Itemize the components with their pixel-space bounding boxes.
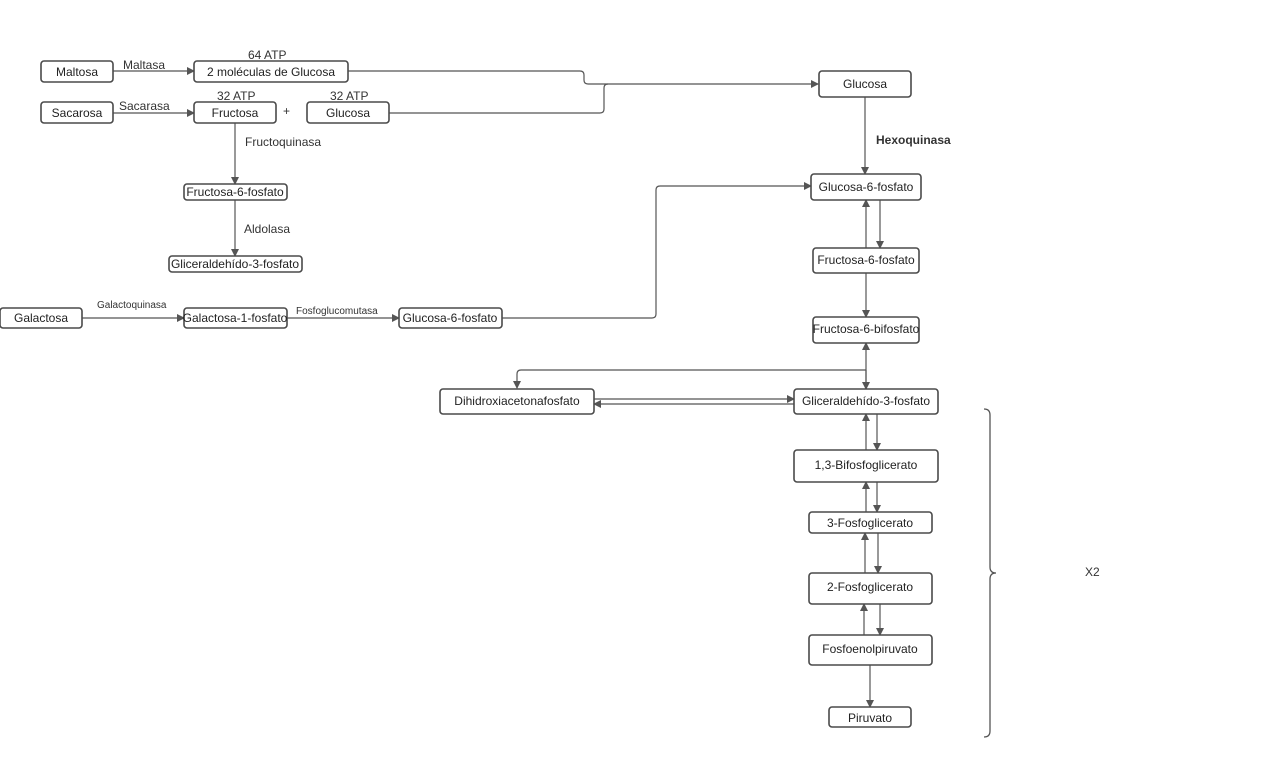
plus-sign: + bbox=[283, 104, 290, 118]
text-glucosa6f: Glucosa-6-fosfato bbox=[819, 180, 914, 194]
text-maltosa: Maltosa bbox=[56, 65, 98, 79]
text-gliceraldehido: Gliceraldehído-3-fosfato bbox=[802, 394, 930, 408]
x2-brace bbox=[983, 408, 997, 738]
text-dihidroxi: Dihidroxiacetonafosfato bbox=[454, 394, 580, 408]
node-labels: Maltosa 2 moléculas de Glucosa Sacarosa … bbox=[14, 65, 930, 725]
text-sacarosa: Sacarosa bbox=[52, 106, 103, 120]
enzyme-maltasa: Maltasa bbox=[123, 58, 165, 72]
text-galactosa1f: Galactosa-1-fosfato bbox=[183, 311, 288, 325]
edges bbox=[82, 67, 884, 708]
node-3fosfoglicerato[interactable] bbox=[808, 511, 933, 534]
node-fructosa6f-left[interactable] bbox=[183, 183, 288, 201]
edge-fructosa6bif-dihidroxi bbox=[513, 369, 866, 389]
text-2fosfoglicerato: 2-Fosfoglicerato bbox=[827, 580, 913, 594]
node-maltosa[interactable] bbox=[40, 60, 114, 83]
enzyme-fosfoglucomutasa: Fosfoglucomutasa bbox=[296, 306, 378, 317]
node-fructosa6f[interactable] bbox=[812, 247, 920, 274]
node-2fosfoglicerato[interactable] bbox=[808, 572, 933, 605]
text-bifosfoglicerato: 1,3-Bifosfoglicerato bbox=[815, 458, 918, 472]
node-glucosa2[interactable] bbox=[193, 60, 349, 83]
text-fructosa: Fructosa bbox=[212, 106, 259, 120]
text-fructosa6f: Fructosa-6-fosfato bbox=[817, 253, 915, 267]
text-3fosfoglicerato: 3-Fosfoglicerato bbox=[827, 516, 913, 530]
text-fructosa6bif: Fructosa-6-bifosfato bbox=[813, 322, 920, 336]
text-glucosa-b: Glucosa bbox=[326, 106, 370, 120]
atp-64: 64 ATP bbox=[248, 48, 286, 62]
node-piruvato[interactable] bbox=[828, 706, 912, 728]
text-glucosa6f-left: Glucosa-6-fosfato bbox=[403, 311, 498, 325]
node-glucosa6f-left[interactable] bbox=[398, 307, 503, 329]
enzyme-aldolasa: Aldolasa bbox=[244, 222, 290, 236]
text-piruvato: Piruvato bbox=[848, 711, 892, 725]
enzyme-hexoquinasa: Hexoquinasa bbox=[876, 133, 951, 147]
node-fructosa[interactable] bbox=[193, 101, 277, 124]
enzyme-galactoquinasa: Galactoquinasa bbox=[97, 300, 167, 311]
annotations: Maltasa Sacarasa 64 ATP 32 ATP 32 ATP + … bbox=[97, 48, 1100, 579]
atp-32-fructosa: 32 ATP bbox=[217, 89, 255, 103]
text-fructosa6f-left: Fructosa-6-fosfato bbox=[186, 185, 284, 199]
text-glucosa-main: Glucosa bbox=[843, 77, 887, 91]
node-fructosa6bif[interactable] bbox=[812, 316, 920, 344]
node-gliceraldehido[interactable] bbox=[793, 388, 939, 415]
node-glucosa-b[interactable] bbox=[306, 101, 390, 124]
node-gliceraldehido-left[interactable] bbox=[168, 255, 303, 273]
enzyme-fructoquinasa: Fructoquinasa bbox=[245, 135, 321, 149]
nodes bbox=[0, 60, 939, 728]
node-sacarosa[interactable] bbox=[40, 101, 114, 124]
node-dihidroxi[interactable] bbox=[439, 388, 595, 415]
node-bifosfoglicerato[interactable] bbox=[793, 449, 939, 483]
node-galactosa[interactable] bbox=[0, 307, 83, 329]
enzyme-sacarasa: Sacarasa bbox=[119, 99, 170, 113]
node-glucosa6f[interactable] bbox=[810, 173, 922, 201]
text-fosfoenolpiruvato: Fosfoenolpiruvato bbox=[822, 642, 918, 656]
x2-label: X2 bbox=[1085, 565, 1100, 579]
node-glucosa-main[interactable] bbox=[818, 70, 912, 98]
text-galactosa: Galactosa bbox=[14, 311, 68, 325]
edge-glucosab-glucosa bbox=[389, 83, 609, 114]
atp-32-glucosa: 32 ATP bbox=[330, 89, 368, 103]
text-glucosa2: 2 moléculas de Glucosa bbox=[207, 65, 335, 79]
edge-glucosa2-glucosa bbox=[348, 70, 819, 88]
node-galactosa1f[interactable] bbox=[183, 307, 288, 329]
edge-glucosa6fleft-glucosa6f bbox=[502, 182, 812, 319]
node-fosfoenolpiruvato[interactable] bbox=[808, 634, 933, 666]
text-gliceraldehido-left: Gliceraldehído-3-fosfato bbox=[171, 257, 299, 271]
